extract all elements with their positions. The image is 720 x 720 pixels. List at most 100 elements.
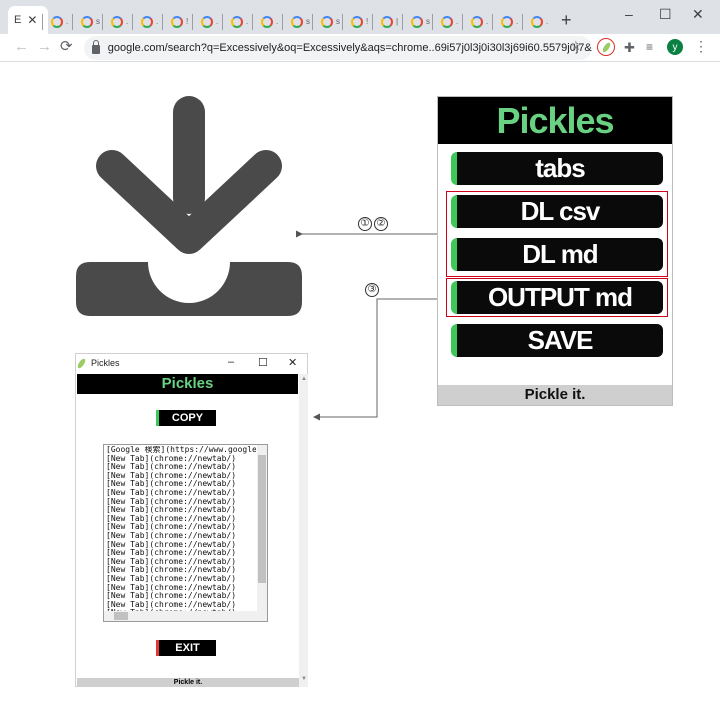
textarea-line: [New Tab](chrome://newtab/) xyxy=(106,582,237,592)
tab-label: . xyxy=(276,17,279,26)
google-favicon-icon xyxy=(141,15,153,28)
scroll-thumb[interactable] xyxy=(258,455,266,583)
pickles-popup: Pickles tabs DL csv DL md OUTPUT md SAVE… xyxy=(437,96,673,406)
tab-active[interactable]: E ✕ xyxy=(8,6,48,34)
textarea-line: [New Tab](chrome://newtab/) xyxy=(106,453,237,463)
background-tab[interactable]: . xyxy=(255,9,278,34)
background-tab[interactable]: s xyxy=(405,9,430,34)
textarea-line: [New Tab](chrome://newtab/) xyxy=(106,487,237,497)
minimize-button[interactable]: – xyxy=(228,356,235,368)
textarea-line: [New Tab](chrome://newtab/) xyxy=(106,573,237,583)
step-1-label: ① xyxy=(358,217,372,231)
textarea-line: [New Tab](chrome://newtab/) xyxy=(106,496,237,506)
tab-separator xyxy=(282,14,283,30)
output-window-titlebar: Pickles – ☐ ✕ xyxy=(76,354,307,374)
output-md-button[interactable]: OUTPUT md xyxy=(451,281,663,314)
background-tab[interactable]: . xyxy=(195,9,218,34)
scroll-down-icon[interactable]: ▼ xyxy=(301,676,307,682)
close-window-button[interactable]: ✕ xyxy=(288,357,298,369)
background-tab[interactable]: . xyxy=(135,9,158,34)
background-tab[interactable]: . xyxy=(225,9,248,34)
tabs-button[interactable]: tabs xyxy=(451,152,663,185)
markdown-output-textarea[interactable]: [Google 検索](https://www.google[New Tab](… xyxy=(103,444,268,622)
pickles-extension-icon[interactable] xyxy=(597,38,615,56)
google-favicon-icon xyxy=(291,15,303,28)
bookmark-star-icon[interactable]: ☆ xyxy=(570,38,582,53)
forward-button[interactable]: → xyxy=(37,38,52,55)
tab-separator xyxy=(222,14,223,30)
minimize-button[interactable]: – xyxy=(625,6,633,22)
textarea-hscroll[interactable] xyxy=(104,611,267,621)
window-scrollbar[interactable]: ▲ ▼ xyxy=(299,374,308,687)
step-2-label: ② xyxy=(374,217,388,231)
tab-label: ! xyxy=(186,17,189,26)
background-tab[interactable]: . xyxy=(495,9,518,34)
tab-label: s xyxy=(96,17,100,26)
extensions-puzzle-icon[interactable]: ✚ xyxy=(624,40,635,55)
tab-separator xyxy=(42,14,43,30)
reload-button[interactable]: ⟳ xyxy=(60,38,73,55)
tab-label: s xyxy=(336,17,340,26)
textarea-line: [New Tab](chrome://newtab/) xyxy=(106,599,237,609)
menu-dots-icon[interactable]: ⋮ xyxy=(694,38,708,54)
scroll-up-icon[interactable]: ▲ xyxy=(301,376,307,382)
back-button[interactable]: ← xyxy=(14,38,29,55)
google-favicon-icon xyxy=(321,15,333,28)
copy-button[interactable]: COPY xyxy=(156,410,216,426)
google-favicon-icon xyxy=(171,15,183,28)
textarea-line: [New Tab](chrome://newtab/) xyxy=(106,505,237,515)
pickle-leaf-icon xyxy=(76,357,87,370)
background-tab[interactable]: . xyxy=(105,9,128,34)
maximize-button[interactable]: ☐ xyxy=(659,6,672,22)
google-favicon-icon xyxy=(51,15,63,28)
tab-label: ! xyxy=(366,17,369,26)
lock-icon xyxy=(92,40,100,54)
maximize-button[interactable]: ☐ xyxy=(258,357,268,369)
url-text: google.com/search?q=Excessively&oq=Exces… xyxy=(107,42,592,54)
background-tab[interactable]: ! xyxy=(165,9,188,34)
textarea-line: [New Tab](chrome://newtab/) xyxy=(106,513,237,523)
output-footer: Pickle it. xyxy=(77,678,299,687)
dl-md-button[interactable]: DL md xyxy=(451,238,663,271)
tab-separator xyxy=(132,14,133,30)
background-tab[interactable]: ! xyxy=(345,9,368,34)
background-tab[interactable]: s xyxy=(315,9,340,34)
tab-label: . xyxy=(486,17,489,26)
google-favicon-icon xyxy=(381,15,393,28)
background-tab[interactable]: . xyxy=(45,9,68,34)
close-icon[interactable]: ✕ xyxy=(27,13,38,27)
tab-separator xyxy=(522,14,523,30)
popup-title: Pickles xyxy=(438,97,672,144)
background-tab[interactable]: s xyxy=(75,9,100,34)
background-tab[interactable]: . xyxy=(465,9,488,34)
popup-footer: Pickle it. xyxy=(438,385,672,405)
textarea-line: [New Tab](chrome://newtab/) xyxy=(106,470,237,480)
save-button[interactable]: SAVE xyxy=(451,324,663,357)
background-tab[interactable]: | xyxy=(375,9,398,34)
google-favicon-icon xyxy=(531,15,543,28)
tab-strip: E ✕ . s..!... s s! | s.... + – ☐ ✕ xyxy=(0,0,720,34)
background-tab[interactable]: s xyxy=(285,9,310,34)
exit-button[interactable]: EXIT xyxy=(156,640,216,656)
tab-separator xyxy=(492,14,493,30)
textarea-vscroll[interactable] xyxy=(257,445,267,611)
google-favicon-icon xyxy=(201,15,213,28)
new-tab-button[interactable]: + xyxy=(561,10,572,30)
address-bar[interactable]: google.com/search?q=Excessively&oq=Exces… xyxy=(84,36,592,60)
profile-avatar[interactable]: y xyxy=(667,39,683,55)
textarea-line: [New Tab](chrome://newtab/) xyxy=(106,591,237,601)
background-tab[interactable]: . xyxy=(525,9,548,34)
dl-csv-button[interactable]: DL csv xyxy=(451,195,663,228)
scroll-thumb[interactable] xyxy=(114,612,128,620)
media-control-icon[interactable]: ≡ xyxy=(646,40,654,54)
textarea-line: [New Tab](chrome://newtab/) xyxy=(106,548,237,558)
tab-label: . xyxy=(516,17,519,26)
textarea-line: [New Tab](chrome://newtab/) xyxy=(106,556,237,566)
tab-label: . xyxy=(126,17,129,26)
tab-separator xyxy=(252,14,253,30)
tab-label: s xyxy=(426,17,430,26)
google-favicon-icon xyxy=(231,15,243,28)
close-window-button[interactable]: ✕ xyxy=(692,6,704,22)
tab-label: . xyxy=(156,17,159,26)
background-tab[interactable]: . xyxy=(435,9,458,34)
